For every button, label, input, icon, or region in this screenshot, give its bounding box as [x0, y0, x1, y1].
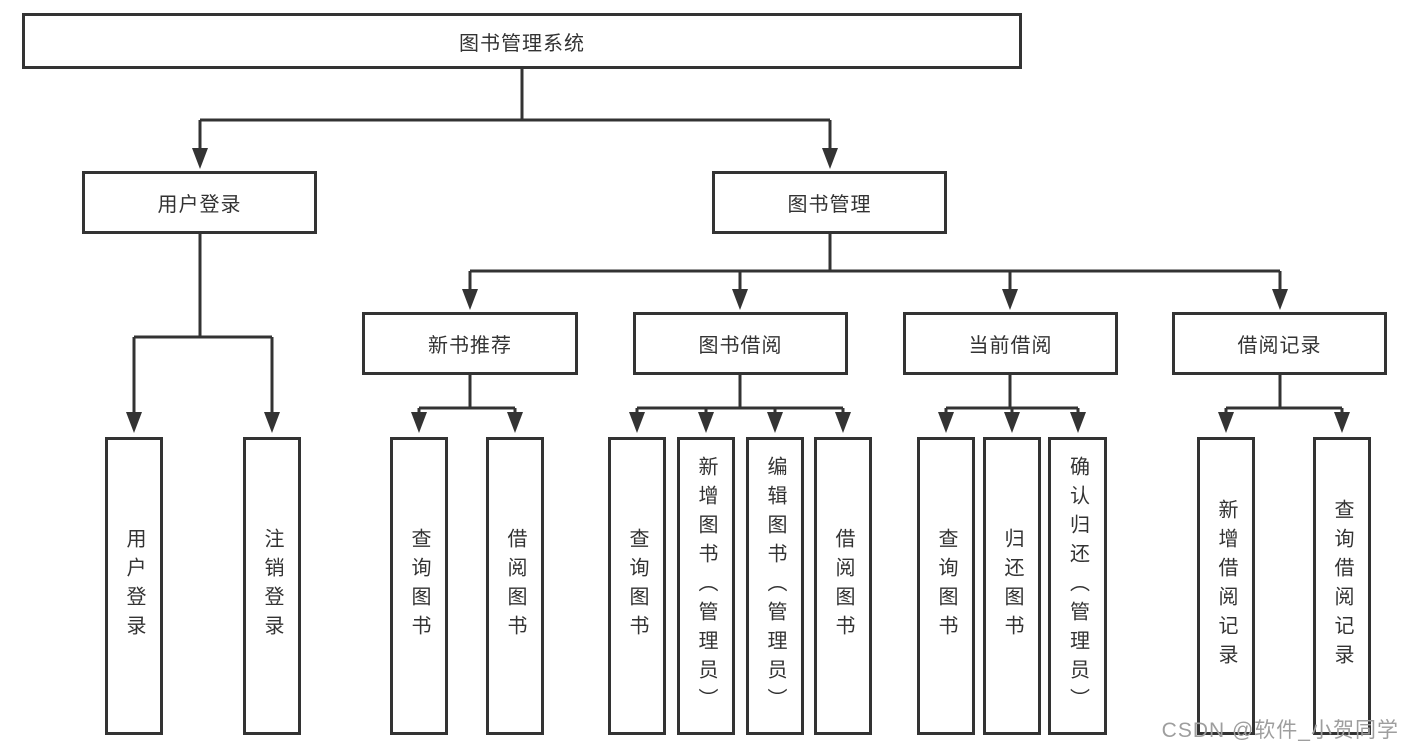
leaf-label: 归还图书	[1001, 528, 1023, 644]
leaf-borrow-books-recommend: 借阅图书	[486, 437, 544, 735]
node-library-system: 图书管理系统	[22, 13, 1022, 69]
leaf-edit-books-admin: 编辑图书（管理员）	[746, 437, 804, 735]
leaf-label: 编辑图书（管理员）	[764, 455, 786, 717]
leaf-label: 查询图书	[408, 528, 430, 644]
leaf-query-borrow-record: 查询借阅记录	[1313, 437, 1371, 735]
csdn-watermark: CSDN @软件_小贺同学	[1161, 719, 1399, 742]
leaf-label: 新增图书（管理员）	[695, 455, 717, 717]
leaf-query-books-borrow: 查询图书	[608, 437, 666, 735]
node-user-login: 用户登录	[82, 171, 317, 234]
leaf-label: 查询借阅记录	[1331, 499, 1353, 673]
leaf-label: 确认归还（管理员）	[1066, 455, 1089, 717]
leaf-logout: 注销登录	[243, 437, 301, 735]
leaf-confirm-return-admin: 确认归还（管理员）	[1048, 437, 1107, 735]
leaf-label: 借阅图书	[832, 528, 854, 644]
leaf-query-books-current: 查询图书	[917, 437, 975, 735]
arrowheads	[126, 148, 1350, 433]
leaf-label: 借阅图书	[504, 528, 526, 644]
leaf-query-books-recommend: 查询图书	[390, 437, 448, 735]
node-borrowing-records: 借阅记录	[1172, 312, 1387, 375]
leaf-label: 查询图书	[626, 528, 648, 644]
leaf-return-books: 归还图书	[983, 437, 1041, 735]
leaf-label: 注销登录	[261, 528, 283, 644]
node-book-borrowing: 图书借阅	[633, 312, 848, 375]
node-new-book-recommendation: 新书推荐	[362, 312, 578, 375]
leaf-add-books-admin: 新增图书（管理员）	[677, 437, 735, 735]
node-current-borrowing: 当前借阅	[903, 312, 1118, 375]
leaf-label: 用户登录	[123, 528, 145, 644]
leaf-label: 新增借阅记录	[1215, 499, 1237, 673]
leaf-label: 查询图书	[935, 528, 957, 644]
leaf-add-borrow-record: 新增借阅记录	[1197, 437, 1255, 735]
leaf-borrow-books: 借阅图书	[814, 437, 872, 735]
leaf-user-login: 用户登录	[105, 437, 163, 735]
node-book-management: 图书管理	[712, 171, 947, 234]
